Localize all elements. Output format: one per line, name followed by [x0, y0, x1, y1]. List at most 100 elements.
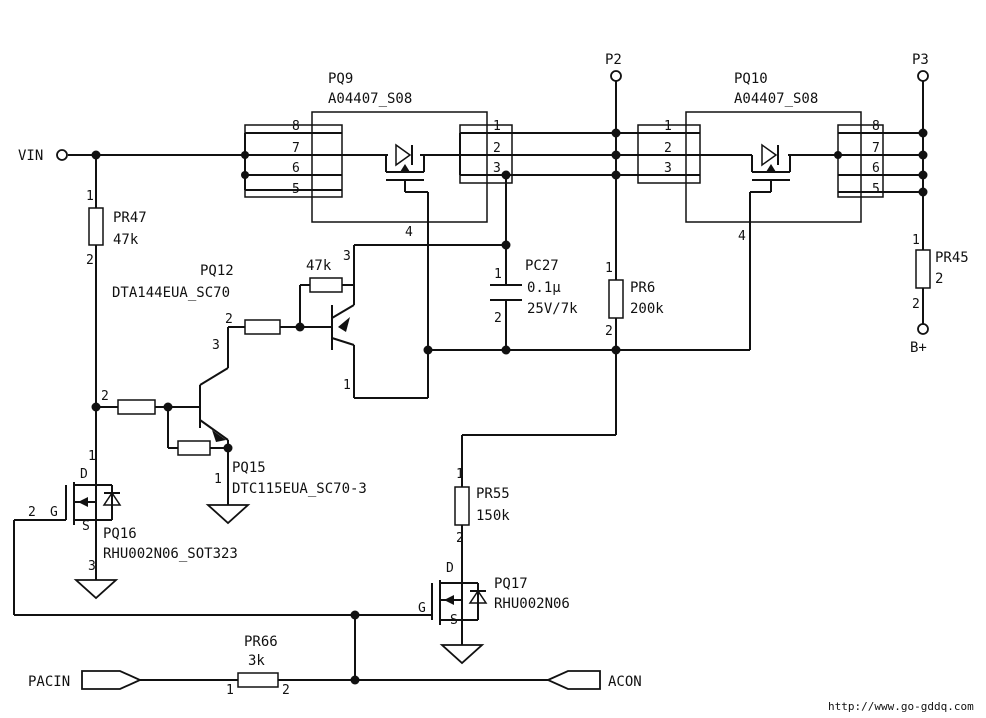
pin-numbers: 8 7 6 5 1 2 3 4 1 2 3 4 8 7 6 5 1 2 1 2 …	[28, 119, 920, 698]
ground-pq16	[73, 579, 119, 600]
pin-number: 2	[456, 531, 464, 546]
pin-number: 1	[226, 683, 234, 698]
pq12-transistor	[331, 304, 355, 350]
pin-number: 3	[212, 338, 220, 353]
pin-number: 3	[343, 249, 351, 264]
pacin-port	[81, 670, 143, 690]
pq15-input-resistor	[117, 399, 156, 415]
terminals	[56, 70, 929, 335]
pin-number: G	[418, 601, 426, 616]
pq16-part: RHU002N06_SOT323	[103, 546, 238, 562]
p2-label: P2	[605, 52, 622, 68]
pr66-ref: PR66	[244, 634, 278, 650]
pq10-ref: PQ10	[734, 71, 768, 87]
pc27-value2: 25V/7k	[527, 301, 578, 317]
pr6-value: 200k	[630, 301, 664, 317]
pin-number: S	[450, 613, 458, 628]
text-labels: VIN P2 P3 B+ PACIN ACON PQ9 A04407_S08 P…	[18, 52, 974, 713]
pin-number: 1	[493, 119, 501, 134]
bplus-terminal	[917, 323, 929, 335]
bplus-label: B+	[910, 340, 927, 356]
pin-number: 8	[872, 119, 880, 134]
pr6-resistor	[608, 279, 624, 319]
junction-dots	[91, 128, 928, 685]
pin-number: 2	[912, 297, 920, 312]
pq9-ref: PQ9	[328, 71, 353, 87]
pin-number: 7	[872, 141, 880, 156]
pr6-ref: PR6	[630, 280, 655, 296]
acon-port	[545, 670, 601, 690]
pin-number: 5	[872, 182, 880, 197]
pq16-mosfet	[65, 480, 122, 525]
pq10-part: A04407_S08	[734, 91, 818, 107]
resistors	[88, 207, 931, 688]
pq12-r-value: 47k	[306, 258, 332, 274]
ground-pq15	[205, 504, 251, 525]
pc27-capacitor	[490, 284, 522, 301]
pin-number: 2	[282, 683, 290, 698]
p2-terminal	[610, 70, 622, 82]
pin-number: 1	[343, 378, 351, 393]
pin-number: 5	[292, 182, 300, 197]
pin-number: 6	[292, 161, 300, 176]
pin-number: 2	[493, 141, 501, 156]
pr66-resistor	[237, 672, 279, 688]
pr45-value: 2	[935, 271, 943, 287]
pin-number: G	[50, 505, 58, 520]
pr66-value: 3k	[248, 653, 265, 669]
pin-number: 8	[292, 119, 300, 134]
vin-label: VIN	[18, 148, 43, 164]
pr55-resistor	[454, 486, 470, 526]
pr47-resistor	[88, 207, 104, 246]
pr55-ref: PR55	[476, 486, 510, 502]
pq9-part: A04407_S08	[328, 91, 412, 107]
pin-number: 1	[494, 267, 502, 282]
pq17-mosfet	[431, 580, 488, 625]
pq10-mosfet	[637, 111, 884, 225]
pin-number: D	[80, 467, 88, 482]
pin-number: 2	[86, 253, 94, 268]
pc27-ref: PC27	[525, 258, 559, 274]
pin-number: S	[82, 519, 90, 534]
pin-number: 1	[214, 472, 222, 487]
pin-number: 3	[493, 161, 501, 176]
pin-number: 3	[88, 559, 96, 574]
pin-number: 1	[88, 449, 96, 464]
pq17-ref: PQ17	[494, 576, 528, 592]
pq12-input-resistor	[244, 319, 281, 335]
p3-label: P3	[912, 52, 929, 68]
pin-number: 1	[605, 261, 613, 276]
pin-number: 7	[292, 141, 300, 156]
pq15-part: DTC115EUA_SC70-3	[232, 481, 367, 497]
pq15-ref: PQ15	[232, 460, 266, 476]
pq15-bias-resistor	[177, 440, 211, 456]
pq12-ref: PQ12	[200, 263, 234, 279]
ground-pq17	[439, 644, 485, 665]
pq9-mosfet	[244, 111, 513, 223]
pin-number: 2	[225, 312, 233, 327]
pq12-part: DTA144EUA_SC70	[112, 285, 230, 301]
wires	[13, 80, 924, 681]
pq12-bias-resistor	[309, 277, 343, 293]
pin-number: 2	[28, 505, 36, 520]
pin-number: 4	[738, 229, 746, 244]
pq15-transistor	[212, 430, 226, 442]
pin-number: D	[446, 561, 454, 576]
vin-terminal	[56, 149, 68, 161]
pin-number: 1	[86, 189, 94, 204]
pacin-label: PACIN	[28, 674, 70, 690]
pin-number: 1	[912, 233, 920, 248]
pr45-ref: PR45	[935, 250, 969, 266]
pin-number: 1	[664, 119, 672, 134]
p3-terminal	[917, 70, 929, 82]
port-arrows	[81, 670, 601, 690]
pr55-value: 150k	[476, 508, 510, 524]
pin-number: 2	[101, 389, 109, 404]
url-watermark: http://www.go-gddq.com	[828, 700, 974, 713]
pq17-part: RHU002N06	[494, 596, 570, 612]
pin-number: 2	[605, 324, 613, 339]
acon-label: ACON	[608, 674, 642, 690]
ground-symbols	[73, 504, 485, 665]
pr47-value: 47k	[113, 232, 139, 248]
